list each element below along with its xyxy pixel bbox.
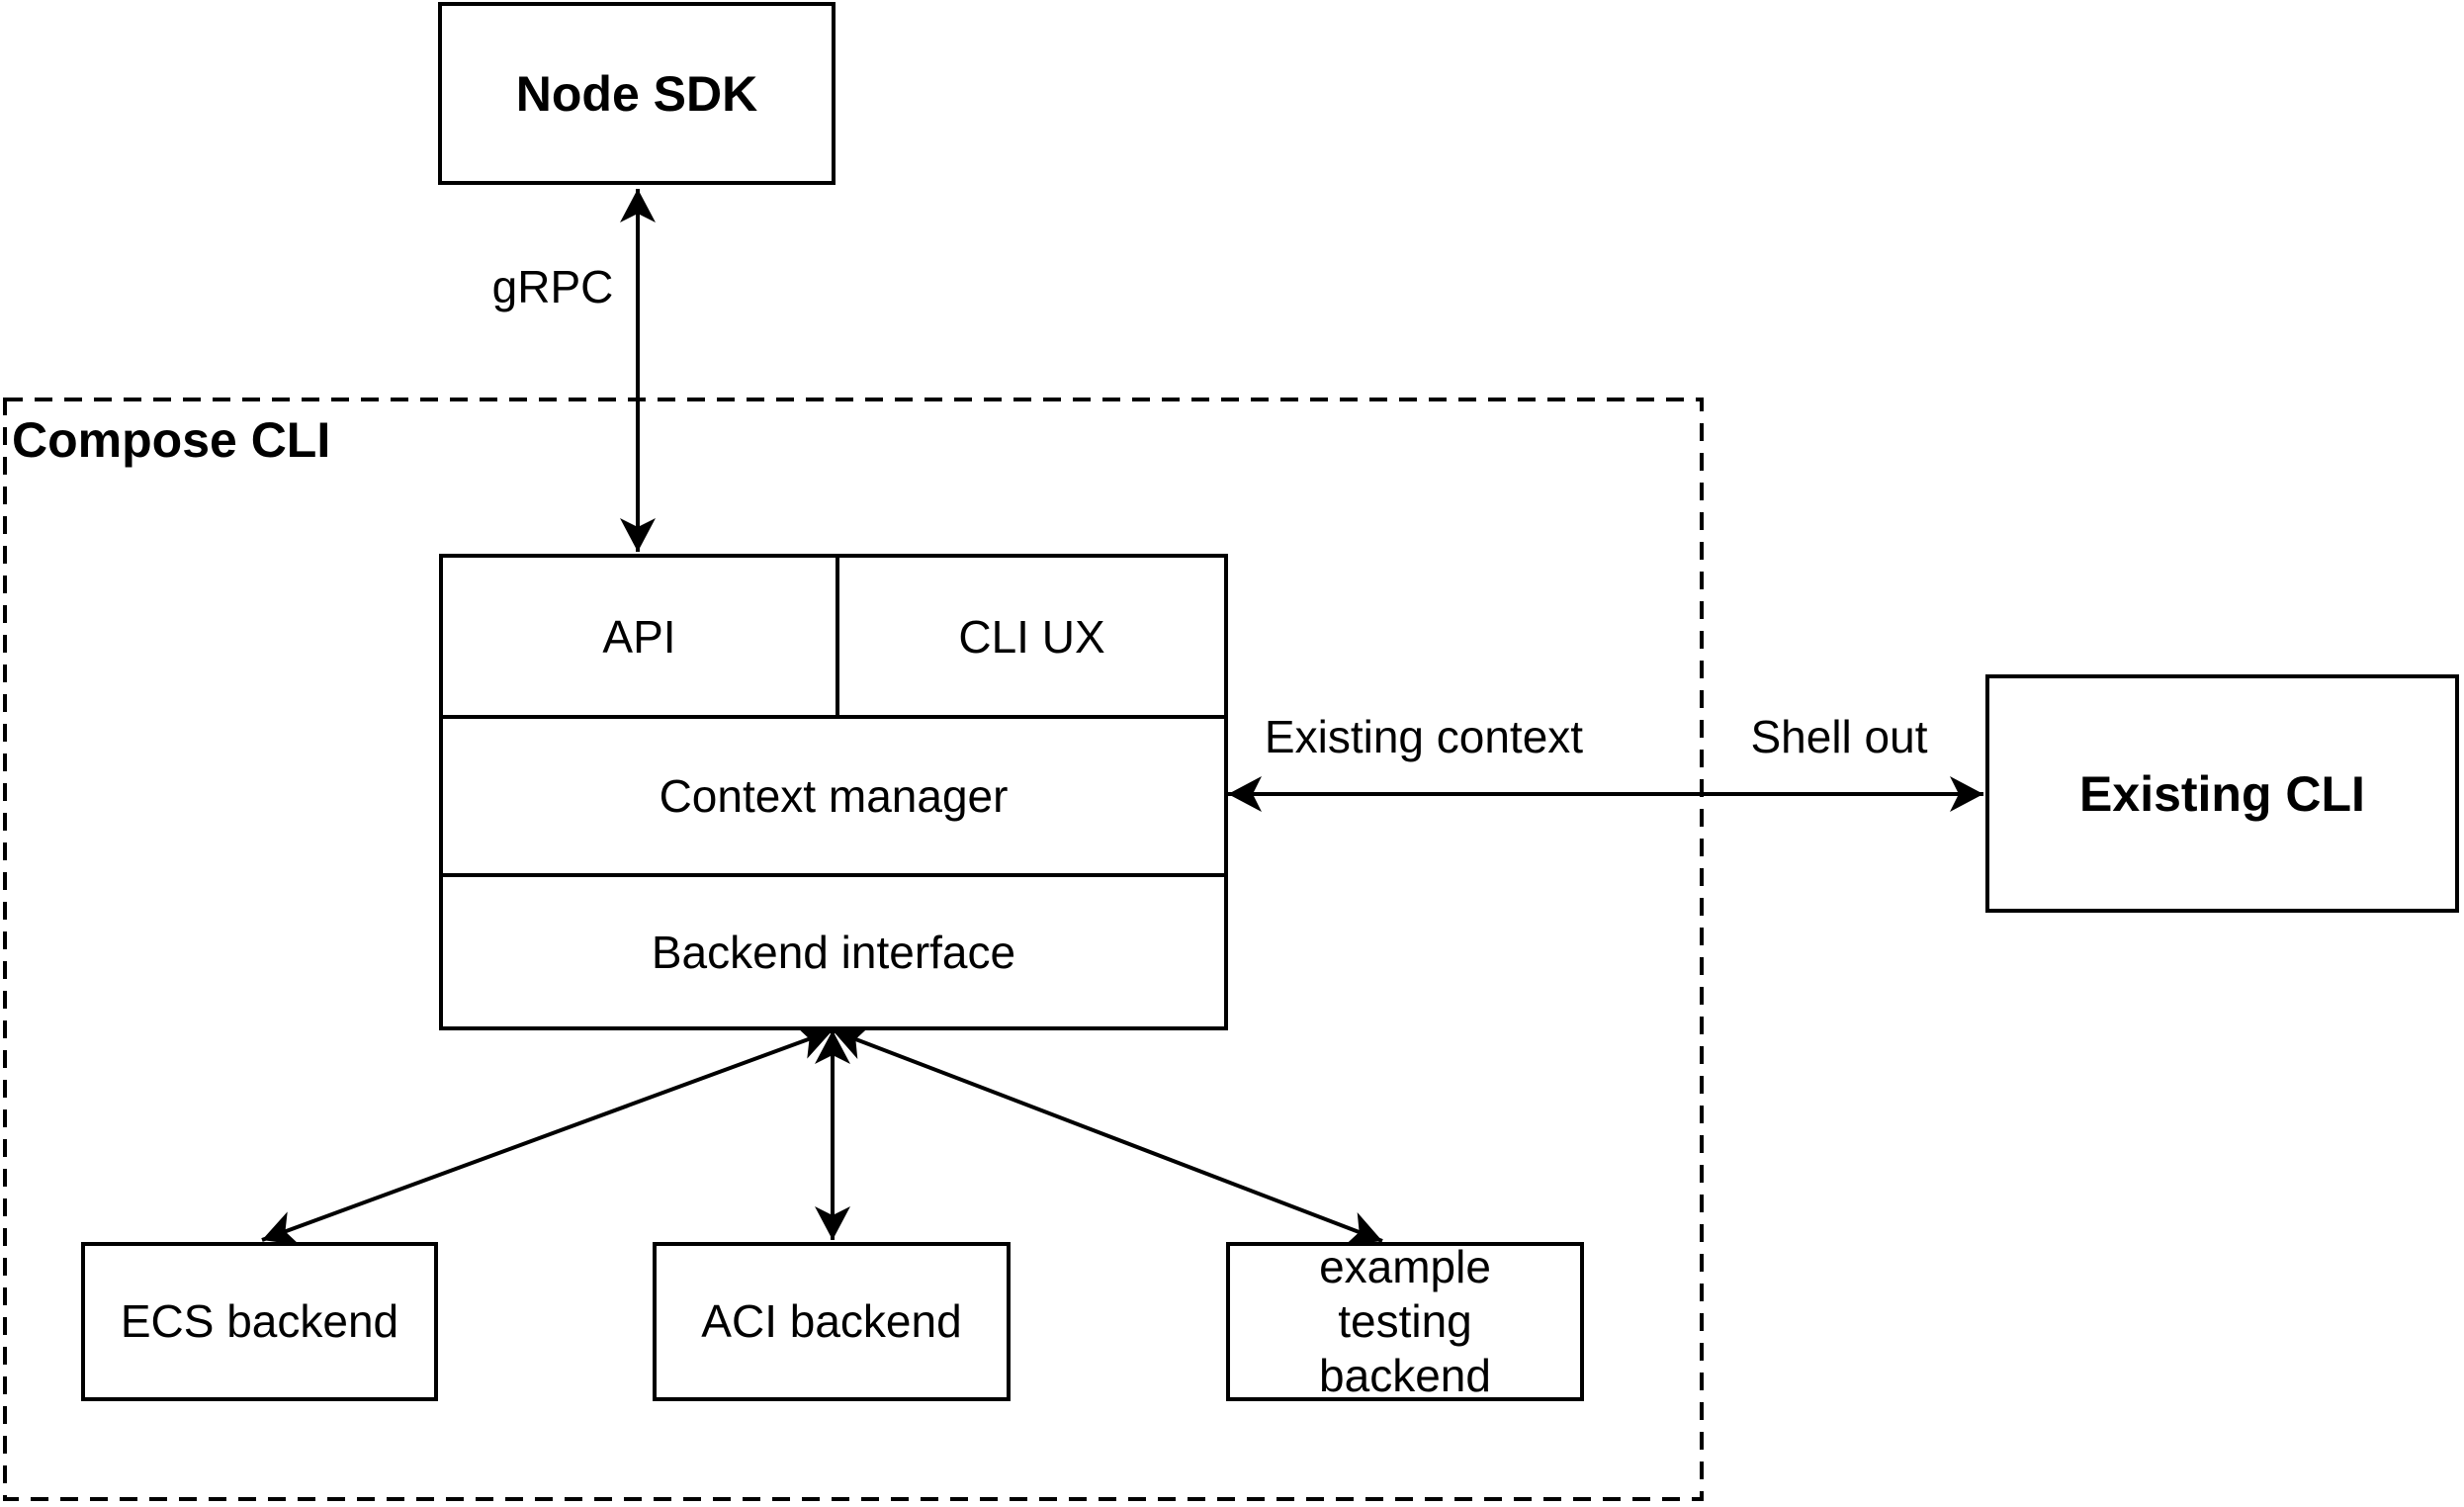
example-testing-backend-box: example testing backend	[1226, 1240, 1584, 1402]
shell-out-label: Shell out	[1750, 711, 1928, 762]
aci-backend-label: ACI backend	[701, 1294, 962, 1347]
compose-cli-label: Compose CLI	[12, 412, 331, 468]
backend-interface-label: Backend interface	[651, 926, 1016, 978]
compose-cli-internals-box: API CLI UX Context manager Backend inter…	[439, 554, 1228, 1030]
api-cell: API	[443, 558, 839, 715]
ecs-backend-box: ECS backend	[81, 1242, 438, 1401]
api-cliux-row: API CLI UX	[443, 558, 1224, 719]
backend-interface-cell: Backend interface	[443, 877, 1224, 1026]
backend-testing-arrow	[832, 1025, 1383, 1246]
context-manager-cell: Context manager	[443, 719, 1224, 877]
api-label: API	[602, 610, 676, 663]
existing-cli-label: Existing CLI	[2079, 765, 2365, 822]
existing-cli-box: Existing CLI	[1985, 674, 2459, 913]
existing-context-label: Existing context	[1264, 711, 1584, 762]
ecs-backend-label: ECS backend	[120, 1294, 399, 1347]
node-sdk-box: Node SDK	[438, 2, 836, 185]
node-sdk-label: Node SDK	[515, 65, 758, 122]
example-testing-backend-label: example testing backend	[1319, 1240, 1491, 1402]
cli-ux-label: CLI UX	[958, 610, 1105, 663]
context-manager-label: Context manager	[659, 770, 1009, 822]
grpc-label: gRPC	[491, 261, 614, 312]
cli-ux-cell: CLI UX	[839, 558, 1224, 715]
compose-cli-container	[3, 398, 1704, 1501]
backend-ecs-arrow	[261, 1024, 834, 1246]
aci-backend-box: ACI backend	[653, 1242, 1011, 1401]
